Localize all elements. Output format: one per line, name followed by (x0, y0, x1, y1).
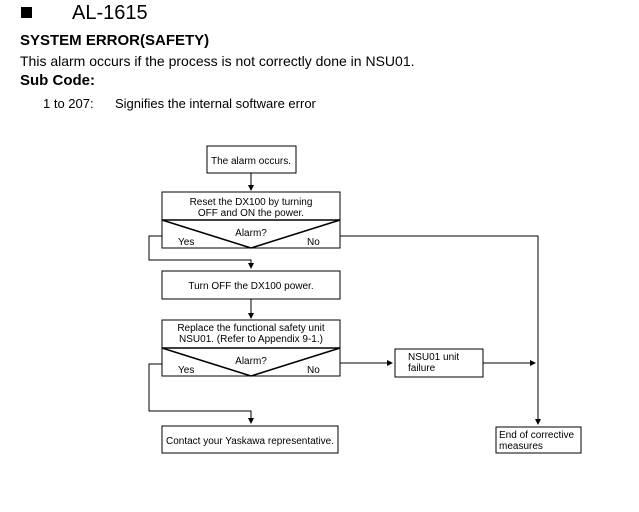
turn-off-text: Turn OFF the DX100 power. (188, 281, 313, 292)
replace-text-line1: Replace the functional safety unit (177, 323, 325, 334)
decision2-yes-path (148, 363, 254, 424)
decision1-no: No (307, 237, 320, 248)
contact-box (161, 425, 339, 454)
reset-text-line2: OFF and ON the power. (198, 208, 304, 219)
decision1-no-path (340, 235, 541, 425)
subcode-range: 1 to 207: (43, 96, 94, 111)
alarm-code: AL-1615 (72, 2, 148, 24)
failure-text-line2: failure (408, 363, 436, 374)
alarm-title: SYSTEM ERROR(SAFETY) (20, 32, 210, 49)
decision2-question: Alarm? (235, 356, 267, 367)
decision2-left-edge (161, 347, 252, 377)
reset-text-line1: Reset the DX100 by turning (190, 197, 313, 208)
decision1-left-edge (161, 219, 252, 249)
decision2-no: No (307, 365, 320, 376)
bullet-square (21, 7, 32, 18)
decision2-yes: Yes (178, 365, 194, 376)
failure-text-line1: NSU01 unit (408, 352, 459, 363)
decision1-question: Alarm? (235, 228, 267, 239)
end-box (495, 426, 582, 454)
subcode-meaning: Signifies the internal software error (115, 96, 316, 111)
start-text: The alarm occurs. (211, 156, 291, 167)
turn-off-box (161, 270, 341, 300)
end-text-line2: measures (499, 441, 543, 452)
subcode-heading: Sub Code: (20, 72, 95, 89)
decision1-yes-path (148, 235, 254, 269)
decision1-right-edge (250, 219, 341, 249)
end-text-line1: End of corrective (499, 430, 574, 441)
decision2-right-edge (250, 347, 341, 377)
alarm-description: This alarm occurs if the process is not … (20, 53, 415, 69)
decision1-yes: Yes (178, 237, 194, 248)
contact-text: Contact your Yaskawa representative. (166, 436, 334, 447)
failure-box (394, 348, 484, 378)
replace-text-line2: NSU01. (Refer to Appendix 9-1.) (179, 334, 323, 345)
start-box (206, 145, 297, 174)
